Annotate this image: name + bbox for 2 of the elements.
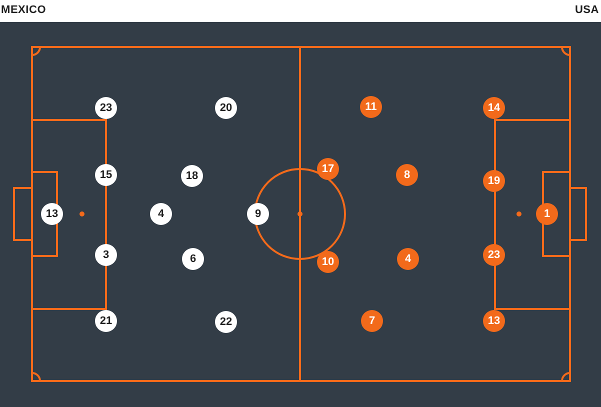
team-name: MEXICO xyxy=(1,3,46,18)
team-name: USA xyxy=(574,3,599,18)
